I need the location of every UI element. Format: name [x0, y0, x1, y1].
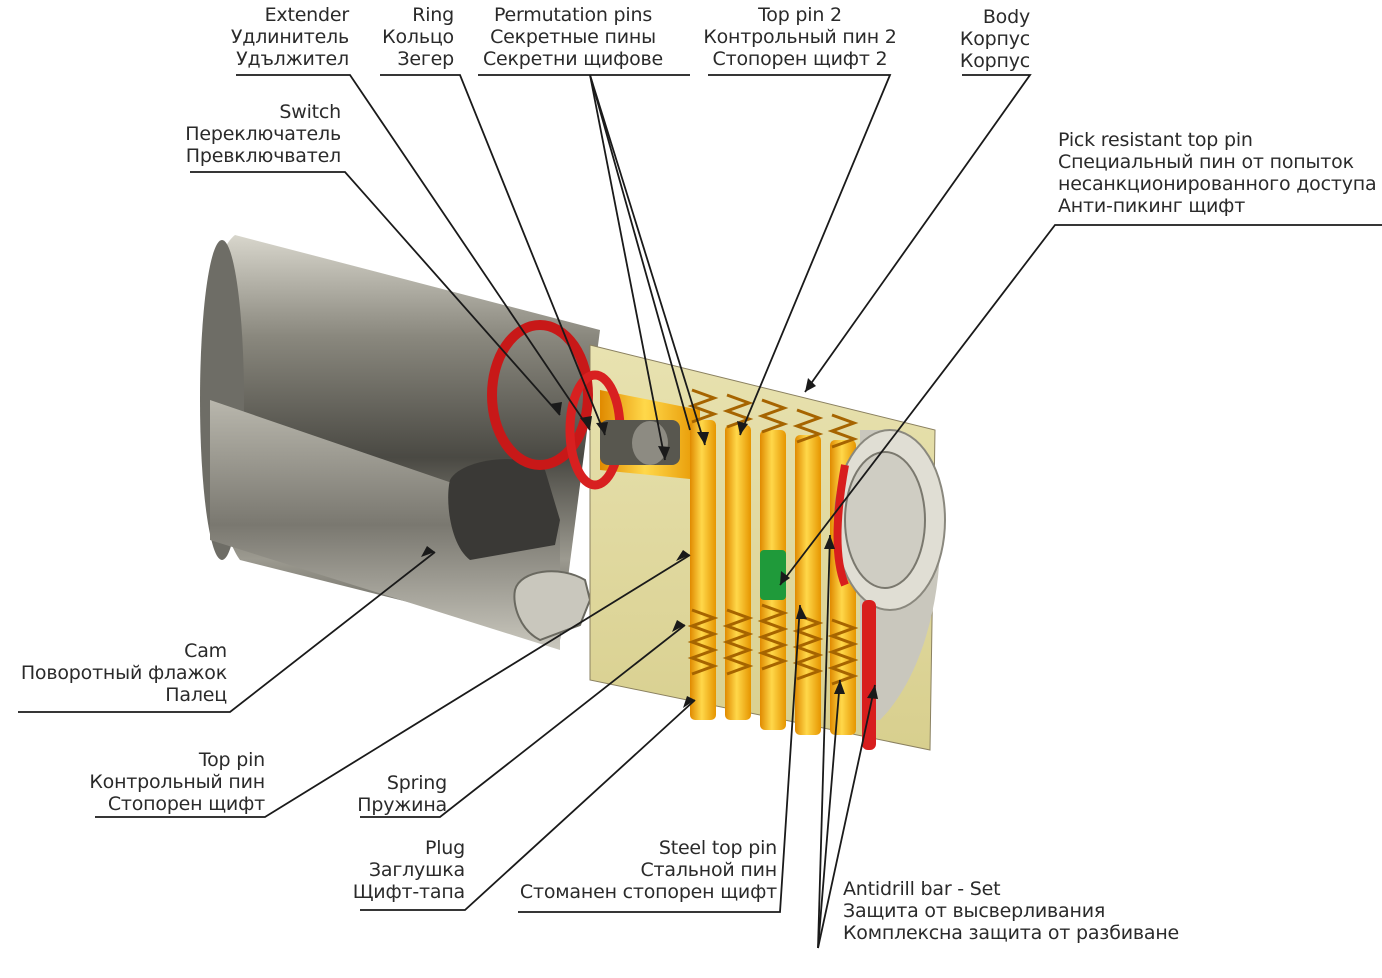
leader-lines [18, 74, 1382, 949]
body-front-face [833, 429, 946, 750]
cam [448, 459, 592, 642]
extender-switch [600, 420, 680, 465]
leader-arrowheads [421, 378, 878, 708]
pin-stacks [690, 420, 856, 735]
